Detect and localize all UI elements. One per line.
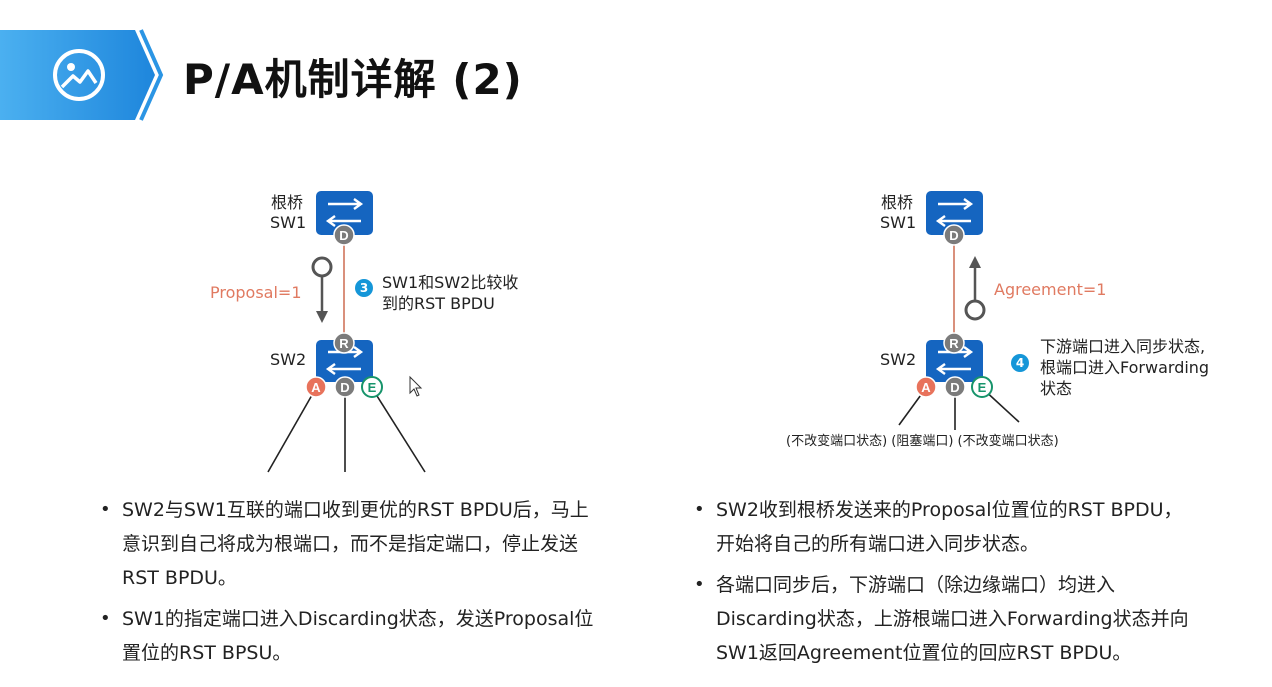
left-bullet-1: SW2与SW1互联的端口收到更优的RST BPDU后，马上 意识到自己将成为根端… (100, 493, 593, 595)
right-sw1-label: SW1 (880, 213, 917, 232)
header-banner (0, 29, 164, 121)
svg-text:D: D (339, 228, 348, 243)
left-bullet-2-line-2: 置位的RST BPSU。 (122, 642, 292, 664)
left-step-text-2: 到的RST BPDU (382, 294, 495, 313)
left-sw2-port-d: D (334, 376, 356, 398)
mouse-cursor-icon (409, 375, 423, 397)
left-sw1-label: SW1 (270, 213, 307, 232)
svg-text:R: R (949, 336, 959, 351)
right-sw2-port-d: D (944, 376, 966, 398)
right-bullet-list: SW2收到根桥发送来的Proposal位置位的RST BPDU， 开始将自己的所… (694, 493, 1189, 677)
svg-text:D: D (949, 228, 958, 243)
right-bullet-2: 各端口同步后，下游端口（除边缘端口）均进入 Discarding状态，上游根端口… (694, 568, 1189, 670)
left-bullet-2-line-1: SW1的指定端口进入Discarding状态，发送Proposal位 (122, 608, 594, 630)
left-sw2-port-a: A (305, 376, 327, 398)
picture-icon (53, 49, 105, 101)
right-sw1-port-d: D (943, 224, 965, 246)
left-diagram: D R A D E (267, 191, 426, 473)
left-bullet-1-line-2: 意识到自己将成为根端口，而不是指定端口，停止发送 (122, 533, 579, 555)
left-bullet-2: SW1的指定端口进入Discarding状态，发送Proposal位 置位的RS… (100, 602, 593, 670)
right-step-badge: 4 (1011, 354, 1029, 372)
svg-text:E: E (978, 380, 987, 395)
right-sw2-port-r: R (943, 332, 965, 354)
left-sw2-port-e: E (361, 376, 383, 398)
right-bullet-2-line-2: Discarding状态，上游根端口进入Forwarding状态并向 (716, 608, 1189, 630)
right-root-label: 根桥 (881, 193, 914, 212)
right-bullet-2-line-1: 各端口同步后，下游端口（除边缘端口）均进入 (716, 574, 1116, 596)
svg-text:A: A (311, 380, 321, 395)
left-sw2-port-r: R (333, 332, 355, 354)
left-proposal-label: Proposal=1 (210, 283, 302, 302)
left-step-text-1: SW1和SW2比较收 (382, 273, 519, 292)
left-sw1-port-d: D (333, 224, 355, 246)
right-sw2-label: SW2 (880, 350, 917, 369)
left-bullet-1-line-1: SW2与SW1互联的端口收到更优的RST BPDU后，马上 (122, 499, 589, 521)
right-bpdu-arrow-up (964, 256, 986, 321)
banner-shape (0, 30, 155, 120)
page-title: P/A机制详解 (2) (183, 55, 523, 104)
svg-text:D: D (950, 380, 959, 395)
right-bullet-2-line-3: SW1返回Agreement位置位的回应RST BPDU。 (716, 642, 1132, 664)
right-bullet-1: SW2收到根桥发送来的Proposal位置位的RST BPDU， 开始将自己的所… (694, 493, 1189, 561)
right-sw1-switch (926, 191, 983, 235)
left-downlink-a (267, 387, 317, 473)
svg-text:D: D (340, 380, 349, 395)
right-step-text-3: 状态 (1040, 379, 1073, 398)
right-bullet-1-line-1: SW2收到根桥发送来的Proposal位置位的RST BPDU， (716, 499, 1183, 521)
left-bullet-list: SW2与SW1互联的端口收到更优的RST BPDU后，马上 意识到自己将成为根端… (100, 493, 593, 677)
right-agreement-label: Agreement=1 (994, 280, 1107, 299)
left-sw2-label: SW2 (270, 350, 307, 369)
left-bpdu-arrow-down (311, 256, 333, 323)
right-step-text-2: 根端口进入Forwarding (1040, 358, 1210, 377)
left-bullet-1-line-3: RST BPDU。 (122, 567, 237, 589)
svg-text:E: E (368, 380, 377, 395)
left-step-badge: 3 (355, 279, 373, 297)
banner-chevron (139, 29, 164, 121)
right-sw2-port-a: A (915, 376, 937, 398)
right-port-states: (不改变端口状态) (阻塞端口) (不改变端口状态) (786, 434, 1059, 449)
svg-text:R: R (339, 336, 349, 351)
right-bullet-1-line-2: 开始将自己的所有端口进入同步状态。 (716, 533, 1040, 555)
left-downlink-e (371, 387, 426, 473)
svg-text:A: A (921, 380, 931, 395)
right-diagram: D R A D E (898, 191, 1020, 430)
left-sw1-switch (316, 191, 373, 235)
right-sw2-port-e: E (971, 376, 993, 398)
left-root-label: 根桥 (271, 193, 304, 212)
right-step-text-1: 下游端口进入同步状态, (1040, 337, 1206, 356)
